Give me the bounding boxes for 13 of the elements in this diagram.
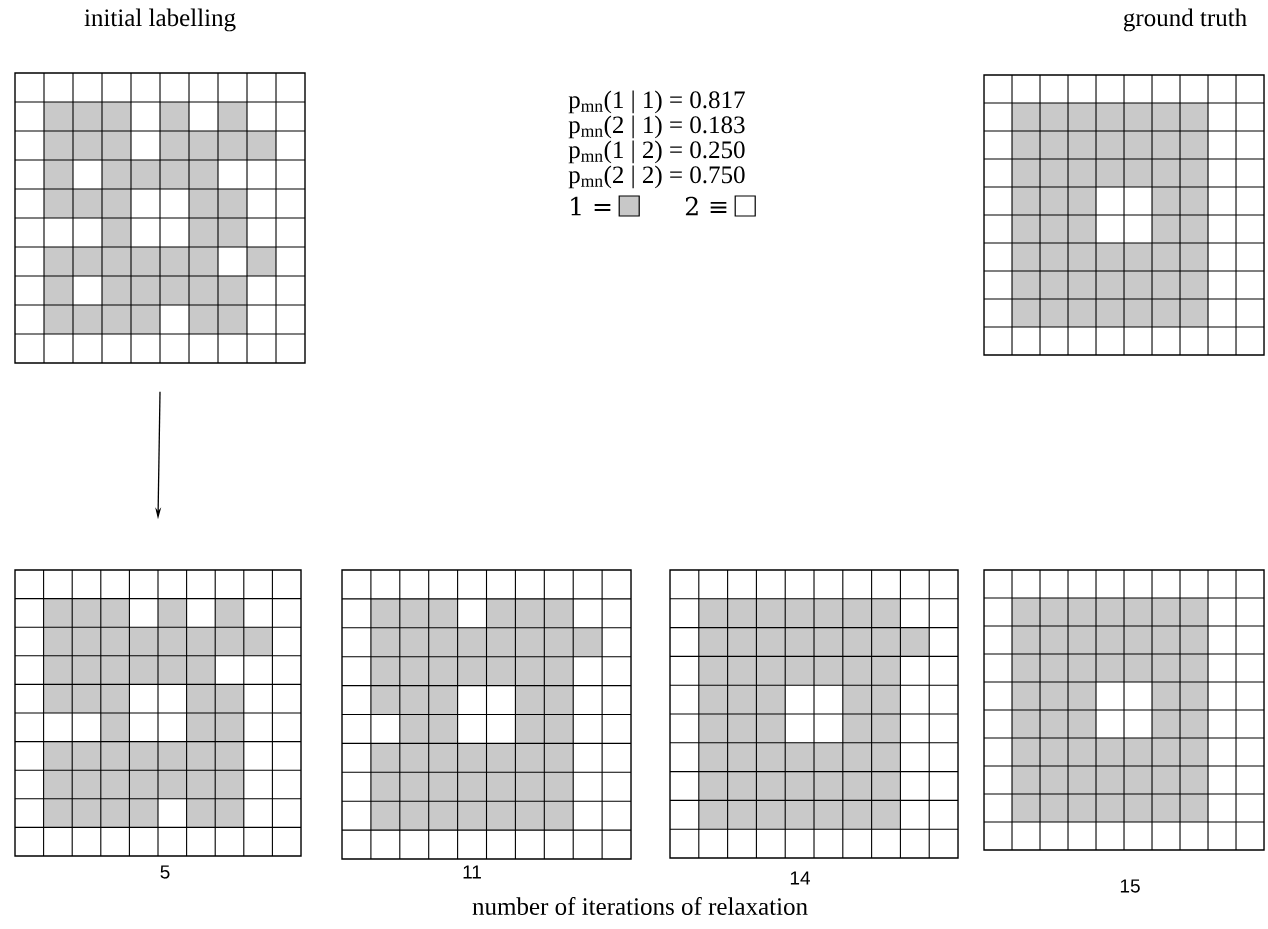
iteration-number: 11 — [463, 865, 481, 879]
formula-line: p$_{mn}$(2 | 1) = 0.183 — [568, 115, 745, 139]
formula-line: p$_{mn}$(2 | 2) = 0.750 — [568, 165, 745, 189]
iteration-number: 15 — [1120, 879, 1140, 893]
grid-title: ground truth — [1123, 8, 1247, 32]
formula-line: p$_{mn}$(1 | 1) = 0.817 — [568, 90, 745, 114]
legend-text: 2 ≡ — [685, 196, 727, 216]
formula-line: p$_{mn}$(1 | 2) = 0.250 — [568, 140, 745, 164]
iteration-number: 5 — [160, 865, 170, 879]
grid-title: initial labelling — [84, 8, 236, 32]
axis-caption: number of iterations of relaxation — [472, 897, 808, 915]
legend-text: 1 = — [571, 196, 611, 216]
iteration-number: 14 — [790, 871, 810, 885]
